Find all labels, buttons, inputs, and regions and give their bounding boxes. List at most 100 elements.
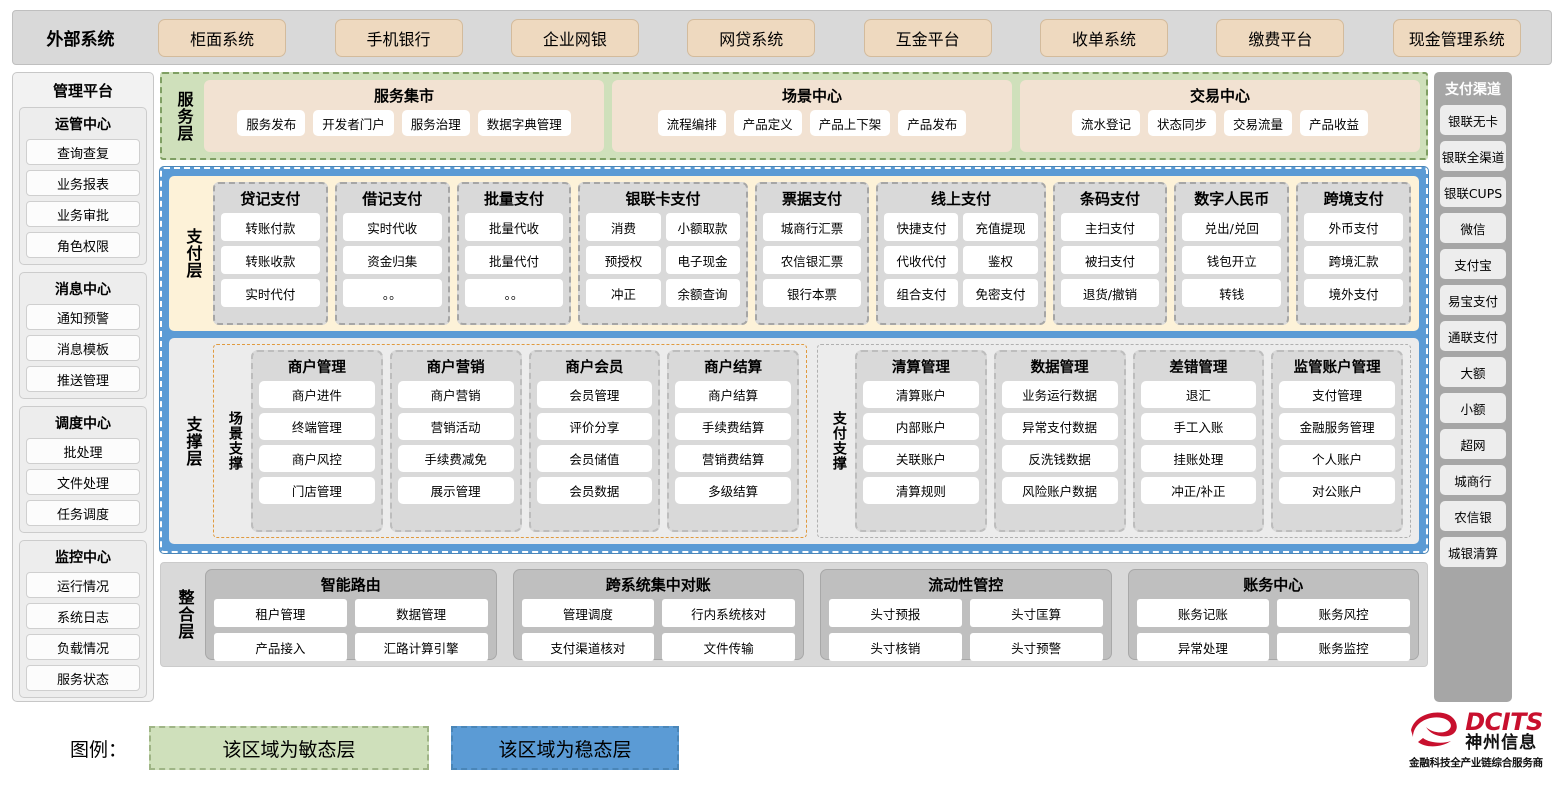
service-item[interactable]: 产品定义 [733, 110, 802, 136]
management-item[interactable]: 系统日志 [26, 603, 140, 629]
payment-item[interactable]: 钱包开立 [1182, 246, 1282, 274]
service-item[interactable]: 交易流量 [1224, 110, 1293, 136]
payment-channel-item[interactable]: 银联无卡 [1440, 105, 1506, 135]
payment-channel-item[interactable]: 微信 [1440, 213, 1506, 243]
management-item[interactable]: 推送管理 [26, 366, 140, 392]
support-item[interactable]: 清算账户 [863, 381, 979, 408]
payment-item[interactable]: 批量代收 [464, 213, 564, 241]
support-item[interactable]: 终端管理 [259, 413, 375, 440]
integration-item[interactable]: 管理调度 [521, 599, 655, 627]
payment-item[interactable]: 代收代付 [884, 246, 959, 274]
payment-item[interactable]: 余额查询 [665, 279, 740, 307]
external-system-chip[interactable]: 收单系统 [1040, 18, 1169, 57]
external-system-chip[interactable]: 企业网银 [510, 18, 639, 57]
service-item[interactable]: 产品发布 [898, 110, 967, 136]
integration-item[interactable]: 账务记账 [1136, 599, 1270, 627]
payment-item[interactable]: 。。 [342, 279, 442, 307]
service-item[interactable]: 流程编排 [657, 110, 726, 136]
payment-item[interactable]: 鉴权 [963, 246, 1038, 274]
support-item[interactable]: 对公账户 [1279, 477, 1395, 504]
external-system-chip[interactable]: 手机银行 [334, 18, 463, 57]
payment-item[interactable]: 充值提现 [963, 213, 1038, 241]
payment-item[interactable]: 组合支付 [884, 279, 959, 307]
support-item[interactable]: 挂账处理 [1140, 445, 1257, 472]
support-item[interactable]: 手续费减免 [397, 445, 514, 472]
management-item[interactable]: 批处理 [26, 438, 140, 464]
service-item[interactable]: 服务发布 [237, 110, 306, 136]
integration-item[interactable]: 异常处理 [1136, 633, 1270, 661]
payment-item[interactable]: 境外支付 [1304, 279, 1403, 307]
external-system-chip[interactable]: 现金管理系统 [1392, 18, 1521, 57]
payment-item[interactable]: 免密支付 [963, 279, 1038, 307]
integration-item[interactable]: 产品接入 [214, 633, 347, 661]
service-item[interactable]: 状态同步 [1147, 110, 1216, 136]
payment-item[interactable]: 实时代收 [342, 213, 442, 241]
support-item[interactable]: 退汇 [1140, 381, 1257, 408]
payment-item[interactable]: 转钱 [1182, 279, 1282, 307]
support-item[interactable]: 异常支付数据 [1001, 413, 1118, 440]
support-item[interactable]: 会员管理 [536, 381, 653, 408]
management-item[interactable]: 负载情况 [26, 634, 140, 660]
payment-item[interactable]: 冲正 [586, 279, 661, 307]
management-item[interactable]: 通知预警 [26, 304, 140, 330]
integration-item[interactable]: 头寸预警 [969, 633, 1103, 661]
support-item[interactable]: 营销活动 [397, 413, 514, 440]
payment-item[interactable]: 预授权 [586, 246, 661, 274]
management-item[interactable]: 服务状态 [26, 665, 140, 691]
integration-item[interactable]: 头寸预报 [829, 599, 962, 627]
service-item[interactable]: 服务治理 [401, 110, 470, 136]
management-item[interactable]: 角色权限 [26, 232, 140, 258]
support-item[interactable]: 商户结算 [675, 381, 791, 408]
payment-item[interactable]: 主扫支付 [1060, 213, 1160, 241]
support-item[interactable]: 手续费结算 [675, 413, 791, 440]
support-item[interactable]: 门店管理 [259, 477, 375, 504]
integration-item[interactable]: 头寸匡算 [969, 599, 1103, 627]
support-item[interactable]: 评价分享 [536, 413, 653, 440]
payment-item[interactable]: 。。 [464, 279, 564, 307]
support-item[interactable]: 关联账户 [863, 445, 979, 472]
payment-item[interactable]: 小额取款 [665, 213, 740, 241]
external-system-chip[interactable]: 网贷系统 [687, 18, 816, 57]
payment-channel-item[interactable]: 通联支付 [1440, 321, 1506, 351]
support-item[interactable]: 金融服务管理 [1279, 413, 1395, 440]
support-item[interactable]: 展示管理 [397, 477, 514, 504]
payment-channel-item[interactable]: 城商行 [1440, 465, 1506, 495]
integration-item[interactable]: 汇路计算引擎 [354, 633, 488, 661]
payment-item[interactable]: 跨境汇款 [1304, 246, 1403, 274]
payment-item[interactable]: 农信银汇票 [762, 246, 862, 274]
integration-item[interactable]: 数据管理 [354, 599, 488, 627]
payment-item[interactable]: 实时代付 [221, 279, 320, 307]
payment-item[interactable]: 电子现金 [665, 246, 740, 274]
support-item[interactable]: 营销费结算 [675, 445, 791, 472]
payment-channel-item[interactable]: 银联全渠道 [1440, 141, 1506, 171]
external-system-chip[interactable]: 互金平台 [863, 18, 992, 57]
support-item[interactable]: 多级结算 [675, 477, 791, 504]
payment-item[interactable]: 兑出/兑回 [1182, 213, 1282, 241]
integration-item[interactable]: 租户管理 [214, 599, 347, 627]
support-item[interactable]: 支付管理 [1279, 381, 1395, 408]
external-system-chip[interactable]: 柜面系统 [158, 18, 287, 57]
payment-channel-item[interactable]: 超网 [1440, 429, 1506, 459]
service-item[interactable]: 流水登记 [1071, 110, 1140, 136]
support-item[interactable]: 反洗钱数据 [1001, 445, 1118, 472]
support-item[interactable]: 会员数据 [536, 477, 653, 504]
support-item[interactable]: 商户风控 [259, 445, 375, 472]
management-item[interactable]: 消息模板 [26, 335, 140, 361]
support-item[interactable]: 内部账户 [863, 413, 979, 440]
payment-item[interactable]: 城商行汇票 [762, 213, 862, 241]
support-item[interactable]: 冲正/补正 [1140, 477, 1257, 504]
integration-item[interactable]: 行内系统核对 [662, 599, 795, 627]
payment-channel-item[interactable]: 农信银 [1440, 501, 1506, 531]
management-item[interactable]: 文件处理 [26, 469, 140, 495]
payment-item[interactable]: 银行本票 [762, 279, 862, 307]
payment-channel-item[interactable]: 支付宝 [1440, 249, 1506, 279]
service-item[interactable]: 产品收益 [1300, 110, 1369, 136]
payment-item[interactable]: 外币支付 [1304, 213, 1403, 241]
management-item[interactable]: 任务调度 [26, 500, 140, 526]
payment-item[interactable]: 快捷支付 [884, 213, 959, 241]
payment-item[interactable]: 转账付款 [221, 213, 320, 241]
support-item[interactable]: 个人账户 [1279, 445, 1395, 472]
management-item[interactable]: 运行情况 [26, 572, 140, 598]
payment-channel-item[interactable]: 城银清算 [1440, 537, 1506, 567]
payment-channel-item[interactable]: 大额 [1440, 357, 1506, 387]
